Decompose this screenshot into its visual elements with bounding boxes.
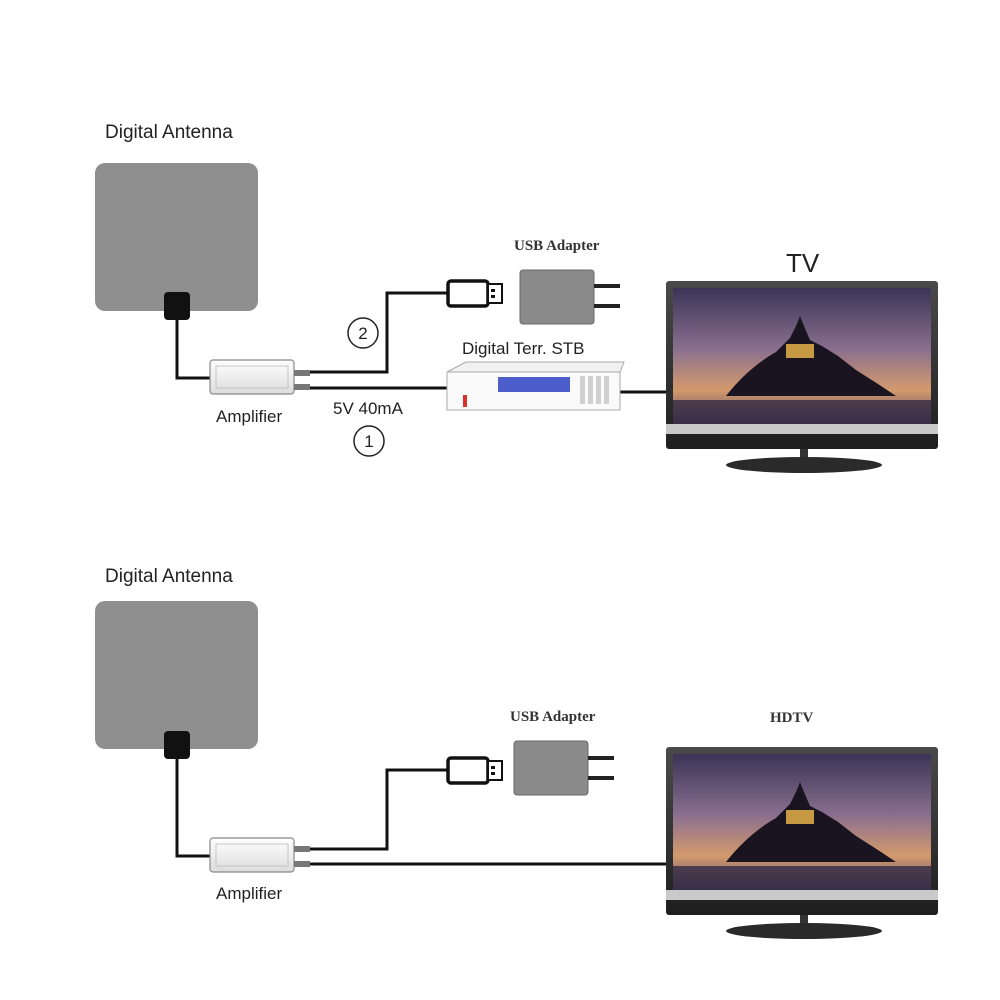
step-1-marker [353, 425, 385, 457]
tv-label: TV [786, 248, 820, 278]
digital-antenna-2 [95, 601, 258, 749]
step-1-number: 1 [364, 432, 373, 451]
usb-wall-adapter-2 [513, 740, 614, 796]
usb-plug [446, 279, 503, 308]
usb-adapter-label-2: USB Adapter [510, 709, 596, 725]
panel-2: Digital Antenna Amplifier USB Adapter [95, 566, 938, 939]
panel-1: Digital Antenna Amplifier 2 5V 40mA 1 [95, 122, 938, 473]
amplifier [209, 359, 310, 395]
antenna-cable [175, 320, 212, 380]
antenna-connector [164, 292, 190, 320]
hdtv-stand [726, 923, 882, 939]
antenna-label: Digital Antenna [105, 122, 233, 143]
usb-adapter-label: USB Adapter [514, 238, 600, 254]
step-2-number: 2 [358, 324, 367, 343]
tv [666, 281, 938, 473]
usb-power-cable [310, 291, 448, 374]
hdtv-label: HDTV [770, 710, 814, 726]
tv-stand [726, 457, 882, 473]
usb-wall-adapter [519, 269, 620, 325]
amplifier-label-2: Amplifier [216, 884, 282, 903]
usb-plug-2 [446, 756, 503, 785]
amplifier-label: Amplifier [216, 407, 282, 426]
antenna-cable-2 [175, 759, 212, 858]
antenna-connector-2 [164, 731, 190, 759]
hdtv [666, 747, 938, 939]
digital-antenna [95, 163, 258, 311]
step-2-marker [347, 317, 379, 349]
stb-label: Digital Terr. STB [462, 339, 585, 358]
usb-power-cable-2 [310, 768, 448, 851]
amplifier-2 [209, 837, 310, 873]
stb-display [498, 377, 570, 392]
power-spec-label: 5V 40mA [333, 399, 404, 418]
digital-terrestrial-stb [446, 361, 625, 411]
antenna-label-2: Digital Antenna [105, 566, 233, 587]
